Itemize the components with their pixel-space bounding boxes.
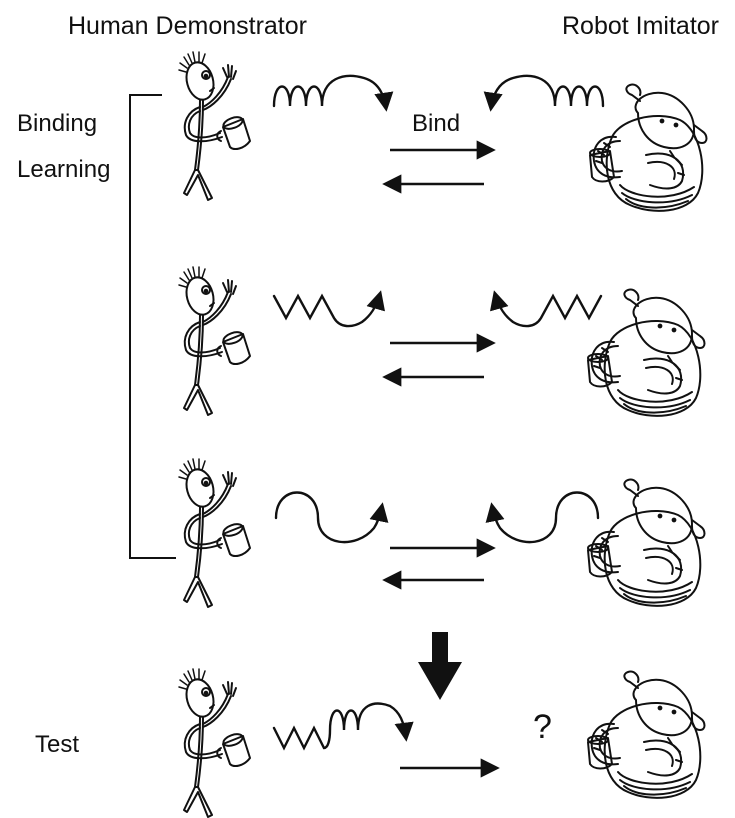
robot-signal-wave-row-3	[492, 493, 598, 543]
robot-signal-zigzag-row-2	[495, 294, 601, 326]
robot-imitator-header: Robot Imitator	[562, 12, 720, 40]
row-3-binding	[178, 458, 706, 608]
human-figure-row-1	[178, 51, 251, 201]
binding-label: Binding	[17, 110, 98, 137]
human-figure-row-3	[178, 458, 251, 608]
learning-label: Learning	[17, 156, 111, 183]
row-1-binding	[178, 51, 708, 212]
human-figure-row-2	[178, 266, 251, 416]
robot-figure-row-2	[587, 288, 706, 417]
robot-figure-test	[587, 670, 706, 799]
test-label: Test	[35, 731, 80, 758]
row-2-binding	[178, 266, 706, 417]
binding-learning-bracket	[129, 94, 176, 559]
unknown-signal-question-mark: ?	[533, 708, 552, 746]
human-figure-test	[178, 668, 251, 818]
robot-figure-row-1	[589, 83, 708, 212]
robot-signal-loops-row-1	[491, 76, 603, 108]
stage-transition-arrow	[418, 632, 462, 700]
human-signal-zigzag-row-2	[274, 294, 380, 326]
human-signal-zigzag-loops-test	[272, 702, 414, 751]
human-demonstrator-header: Human Demonstrator	[68, 12, 307, 40]
bind-label: Bind	[412, 110, 461, 137]
row-4-test	[178, 668, 706, 818]
robot-figure-row-3	[587, 478, 706, 607]
human-signal-wave-row-3	[276, 493, 382, 543]
human-signal-loops-row-1	[274, 76, 386, 108]
